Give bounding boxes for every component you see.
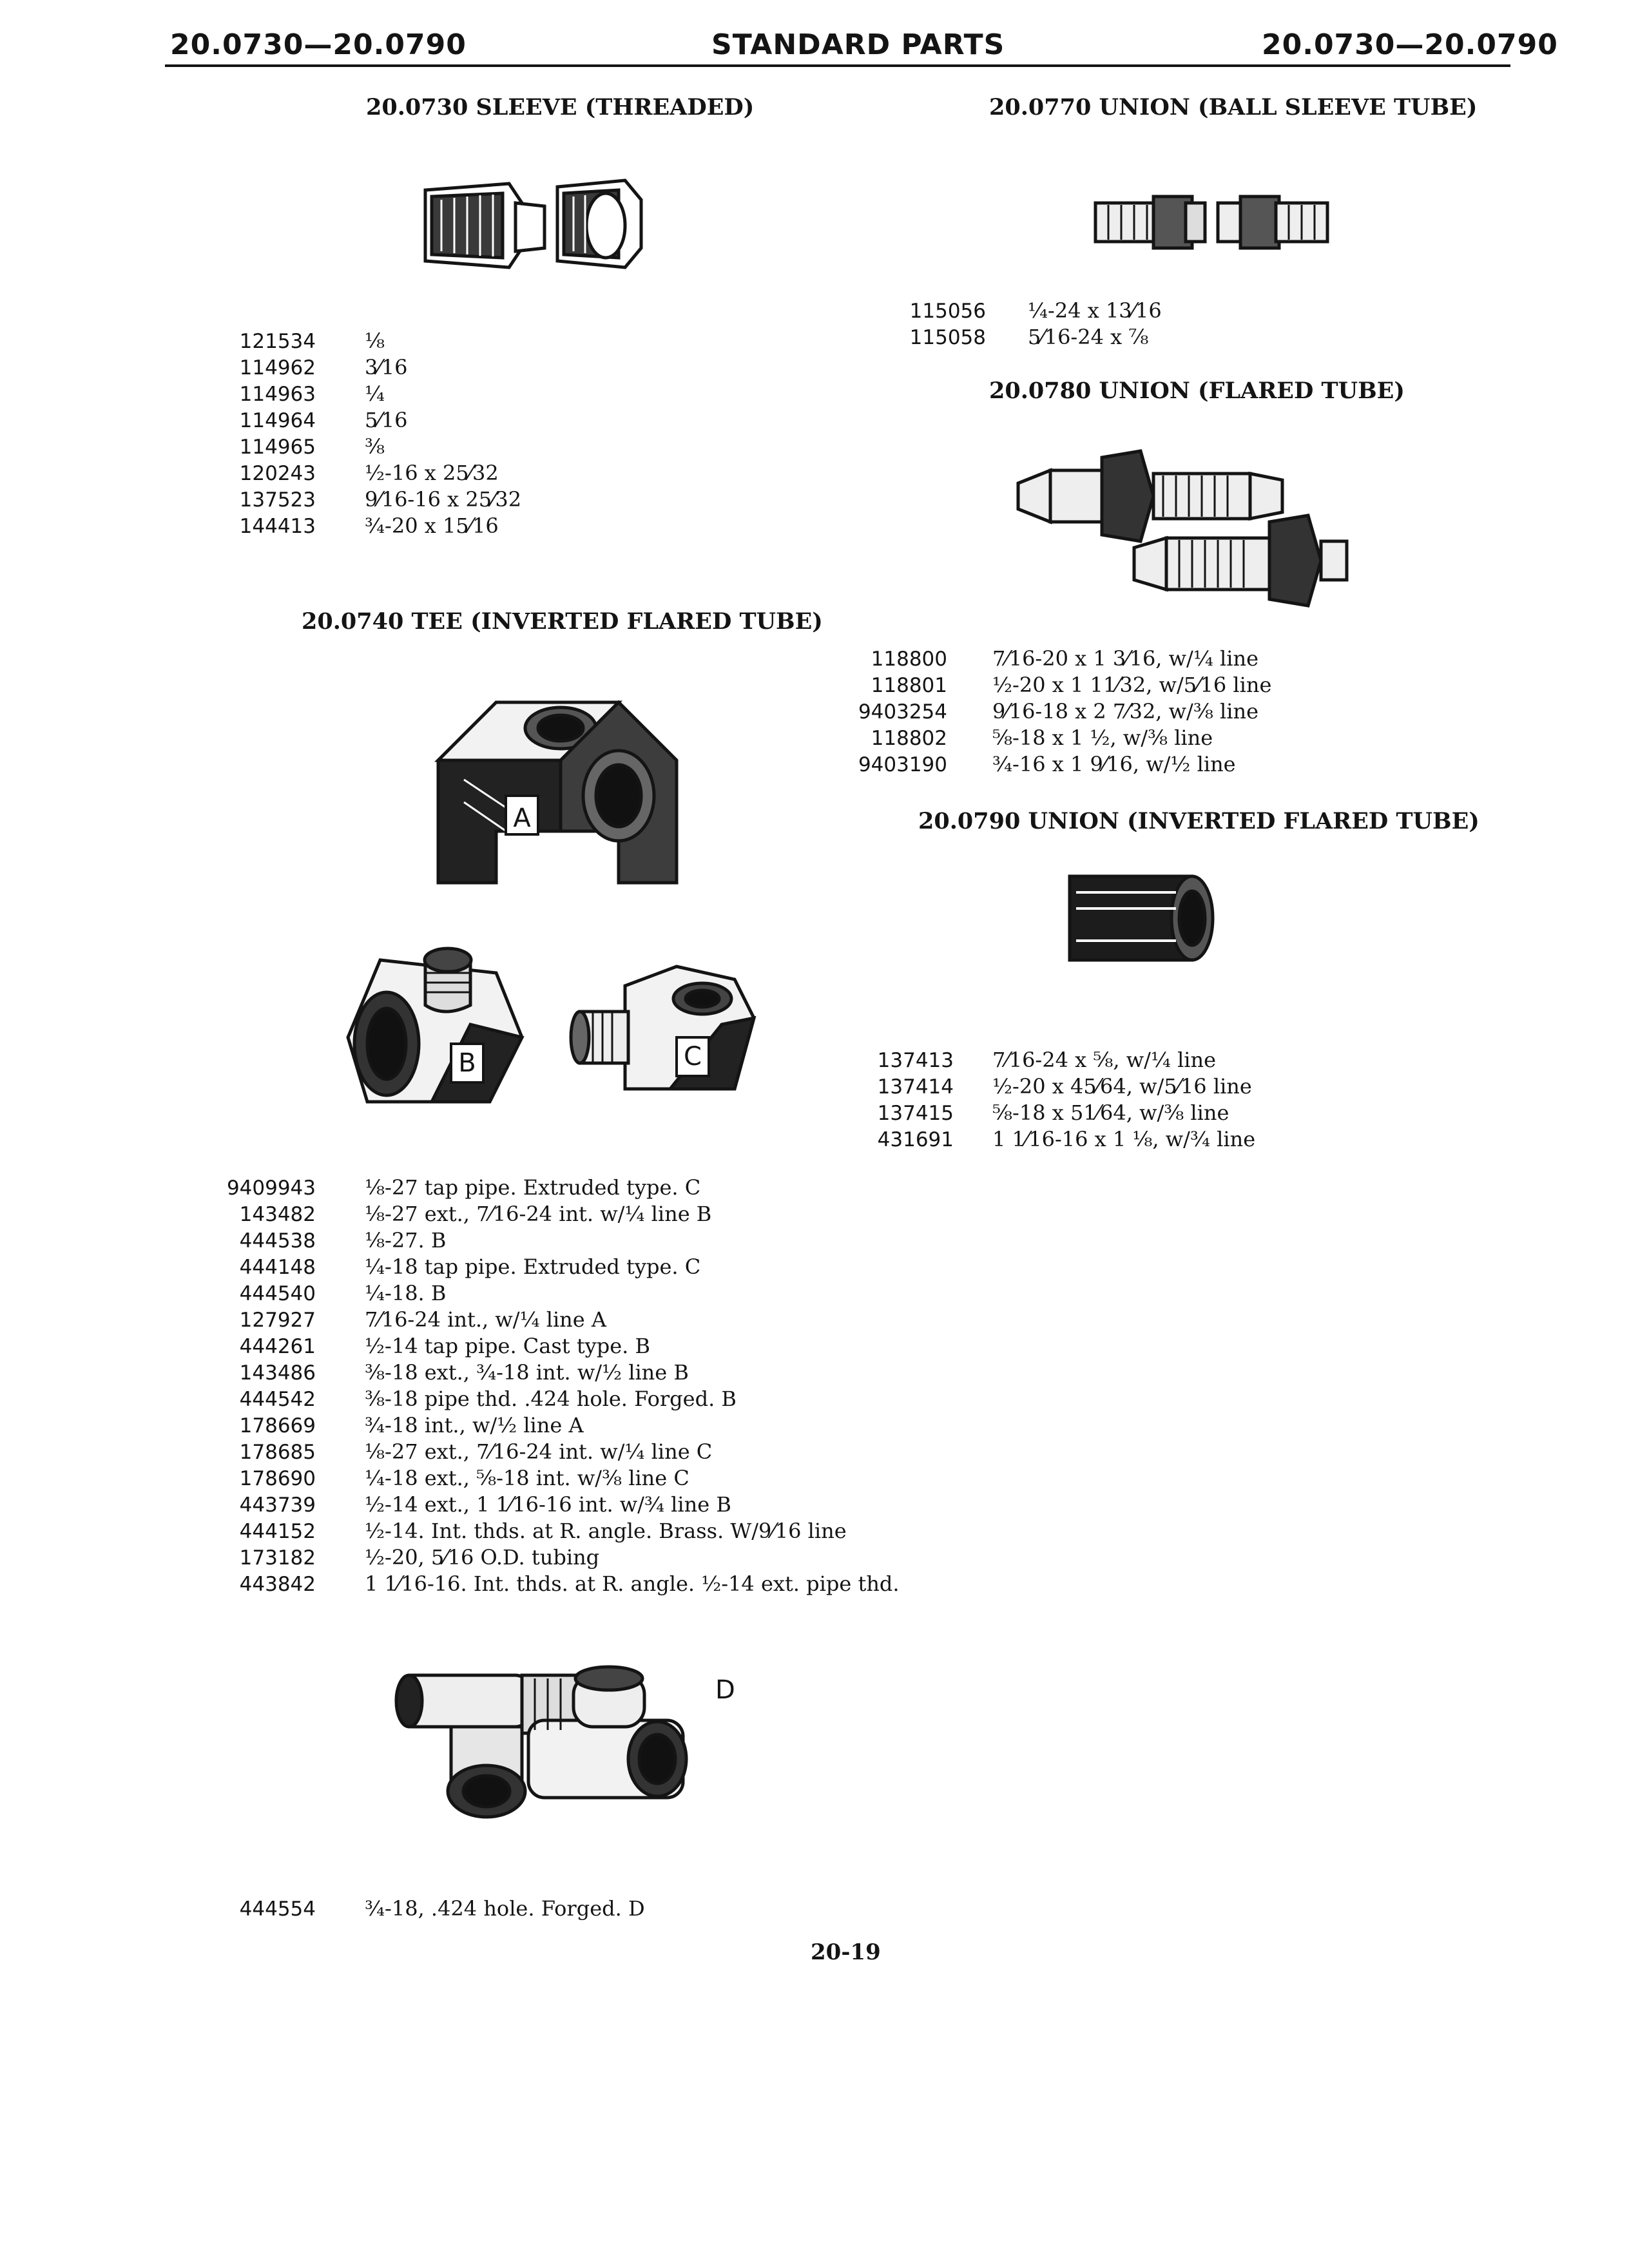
part-number: 178690 (239, 1467, 316, 1490)
tee-c-illustration (569, 965, 757, 1091)
part-description: ½-14 ext., 1 1⁄16-16 int. w/¾ line B (365, 1492, 731, 1517)
tee-d-label: D (715, 1675, 735, 1705)
part-number: 443842 (239, 1573, 316, 1596)
part-description: ½-20, 5⁄16 O.D. tubing (365, 1545, 600, 1570)
tee-d-illustration (394, 1665, 688, 1819)
part-number: 115058 (909, 326, 986, 349)
part-number: 114965 (239, 436, 316, 459)
part-description: 5⁄16 (365, 408, 408, 432)
part-description: ⅛-27. B (365, 1228, 447, 1253)
part-number: 120243 (239, 462, 316, 485)
part-description: ⅝-18 x 51⁄64, w/⅜ line (992, 1100, 1229, 1125)
part-number: 137413 (877, 1049, 954, 1072)
part-number: 114964 (239, 409, 316, 432)
part-number: 118801 (871, 674, 947, 697)
part-number: 127927 (239, 1309, 316, 1332)
part-description: ¾-18 int., w/½ line A (365, 1413, 584, 1437)
part-description: ⅛-27 tap pipe. Extruded type. C (365, 1175, 701, 1200)
header-left: 20.0730—20.0790 (170, 28, 467, 61)
part-number: 173182 (239, 1546, 316, 1570)
part-number: 9403190 (858, 753, 947, 776)
part-description: ¼-18 ext., ⅝-18 int. w/⅜ line C (365, 1466, 689, 1490)
part-description: ¼-24 x 13⁄16 (1028, 298, 1162, 323)
tee-a-illustration (434, 700, 679, 885)
part-number: 114963 (239, 383, 316, 406)
tee-b-label: B (458, 1048, 476, 1078)
part-number: 443739 (239, 1494, 316, 1517)
section-title-union-ball: 20.0770 UNION (BALL SLEEVE TUBE) (989, 94, 1478, 120)
part-number: 178669 (239, 1414, 316, 1437)
part-description: 7⁄16-24 int., w/¼ line A (365, 1307, 606, 1332)
part-description: 5⁄16-24 x ⅞ (1028, 325, 1149, 349)
part-description: 3⁄16 (365, 355, 408, 380)
part-number: 118800 (871, 648, 947, 671)
part-number: 9409943 (226, 1177, 316, 1200)
part-description: ¼ (365, 381, 385, 406)
part-description: 9⁄16-16 x 25⁄32 (365, 487, 522, 512)
part-number: 9403254 (858, 700, 947, 724)
tee-c-label: C (684, 1042, 702, 1072)
part-description: ½-14. Int. thds. at R. angle. Brass. W/9… (365, 1519, 847, 1543)
part-number: 444538 (239, 1229, 316, 1253)
part-description: ½-16 x 25⁄32 (365, 461, 499, 485)
part-description: 7⁄16-24 x ⅝, w/¼ line (992, 1048, 1217, 1072)
part-description: 9⁄16-18 x 2 7⁄32, w/⅜ line (992, 699, 1259, 724)
part-description: ⅛ (365, 329, 385, 353)
part-description: ¾-16 x 1 9⁄16, w/½ line (992, 752, 1236, 776)
part-number: 444542 (239, 1388, 316, 1411)
part-number: 137414 (877, 1075, 954, 1099)
section-title-tee: 20.0740 TEE (INVERTED FLARED TUBE) (302, 608, 823, 635)
part-description: 1 1⁄16-16. Int. thds. at R. angle. ½-14 … (365, 1571, 900, 1596)
part-number: 444554 (239, 1898, 316, 1921)
part-description: ⅜-18 ext., ¾-18 int. w/½ line B (365, 1360, 689, 1385)
part-number: 431691 (877, 1128, 954, 1151)
part-number: 178685 (239, 1441, 316, 1464)
part-number: 115056 (909, 300, 986, 323)
part-number: 137523 (239, 488, 316, 512)
part-number: 444152 (239, 1520, 316, 1543)
tee-b-illustration (346, 947, 525, 1104)
part-description: ⅛-27 ext., 7⁄16-24 int. w/¼ line C (365, 1439, 713, 1464)
part-number: 143482 (239, 1203, 316, 1226)
part-number: 143486 (239, 1361, 316, 1385)
section-title-sleeve: 20.0730 SLEEVE (THREADED) (366, 94, 755, 120)
section-title-union-flared: 20.0780 UNION (FLARED TUBE) (989, 378, 1405, 404)
part-number: 137415 (877, 1102, 954, 1125)
header-right: 20.0730—20.0790 (1262, 28, 1558, 61)
part-description: 7⁄16-20 x 1 3⁄16, w/¼ line (992, 646, 1259, 671)
part-description: ¼-18 tap pipe. Extruded type. C (365, 1254, 701, 1279)
part-number: 444540 (239, 1282, 316, 1305)
part-description: 1 1⁄16-16 x 1 ⅛, w/¾ line (992, 1127, 1256, 1151)
union-inverted-illustration (1068, 874, 1215, 962)
part-description: ½-20 x 45⁄64, w/5⁄16 line (992, 1074, 1252, 1099)
part-description: ⅝-18 x 1 ½, w/⅜ line (992, 726, 1213, 750)
part-description: ⅜-18 pipe thd. .424 hole. Forged. B (365, 1387, 737, 1411)
part-description: ½-14 tap pipe. Cast type. B (365, 1334, 651, 1358)
part-description: ⅜ (365, 434, 385, 459)
part-description: ¼-18. B (365, 1281, 447, 1305)
page-number: 20-19 (811, 1939, 881, 1965)
sleeve-illustration (423, 178, 643, 269)
header-center: STANDARD PARTS (711, 28, 1005, 61)
part-number: 444261 (239, 1335, 316, 1358)
part-description: ⅛-27 ext., 7⁄16-24 int. w/¼ line B (365, 1202, 712, 1226)
part-number: 144413 (239, 515, 316, 538)
part-number: 121534 (239, 330, 316, 353)
tee-a-label: A (513, 803, 531, 833)
section-title-union-inverted: 20.0790 UNION (INVERTED FLARED TUBE) (918, 808, 1480, 834)
part-description: ¾-20 x 15⁄16 (365, 514, 499, 538)
part-description: ¾-18, .424 hole. Forged. D (365, 1896, 645, 1921)
part-number: 444148 (239, 1256, 316, 1279)
union-ball-illustration (1094, 195, 1329, 250)
part-description: ½-20 x 1 11⁄32, w/5⁄16 line (992, 673, 1272, 697)
union-flared-illustration (1016, 449, 1349, 608)
header-rule (165, 64, 1510, 67)
part-number: 118802 (871, 727, 947, 750)
part-number: 114962 (239, 356, 316, 380)
